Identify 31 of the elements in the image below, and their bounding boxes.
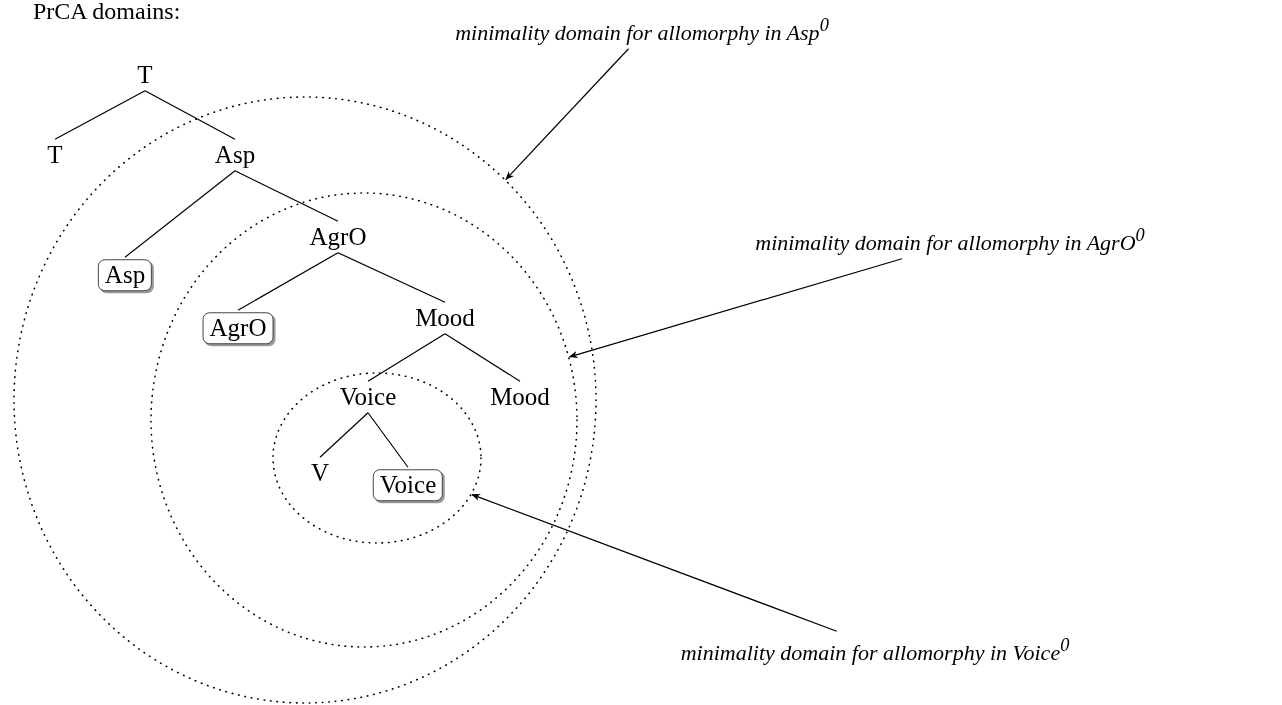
tree-branch bbox=[234, 170, 339, 222]
leader-arrow bbox=[505, 48, 630, 181]
tree-label: V bbox=[310, 459, 330, 487]
tree-branch bbox=[319, 412, 369, 458]
annotation-text: minimality domain for allomorphy in AgrO$^{0}$ bbox=[755, 225, 1145, 255]
tree-label: AgrO bbox=[309, 223, 367, 251]
tree-label: Asp bbox=[214, 141, 256, 169]
tree-branch bbox=[367, 333, 446, 382]
dotted-circle bbox=[272, 372, 482, 544]
tree-branch bbox=[54, 90, 146, 140]
dotted-circle bbox=[13, 96, 597, 704]
tree-label: Voice bbox=[339, 383, 397, 411]
tree-label: T bbox=[137, 61, 153, 89]
annotation-text: minimality domain for allomorphy in Voice$^{0}$ bbox=[680, 635, 1070, 665]
title-text: PrCA domains: bbox=[33, 0, 181, 25]
tree-label: Mood bbox=[415, 304, 475, 332]
tree-label: T bbox=[47, 141, 63, 169]
boxed-label: Voice bbox=[372, 469, 444, 501]
tree-branch bbox=[237, 252, 339, 311]
tree-branch bbox=[144, 90, 236, 140]
annotation-text: minimality domain for allomorphy in Asp$^{0}$ bbox=[455, 15, 829, 45]
leader-arrow bbox=[471, 494, 838, 632]
leader-arrow bbox=[568, 258, 903, 358]
boxed-label: AgrO bbox=[202, 312, 274, 344]
tree-branch bbox=[367, 412, 409, 468]
tree-branch bbox=[444, 333, 521, 382]
dotted-circle bbox=[150, 192, 578, 648]
tree-label: Mood bbox=[490, 383, 550, 411]
tree-branch bbox=[124, 170, 236, 258]
boxed-label: Asp bbox=[97, 259, 153, 291]
tree-branch bbox=[337, 252, 446, 303]
